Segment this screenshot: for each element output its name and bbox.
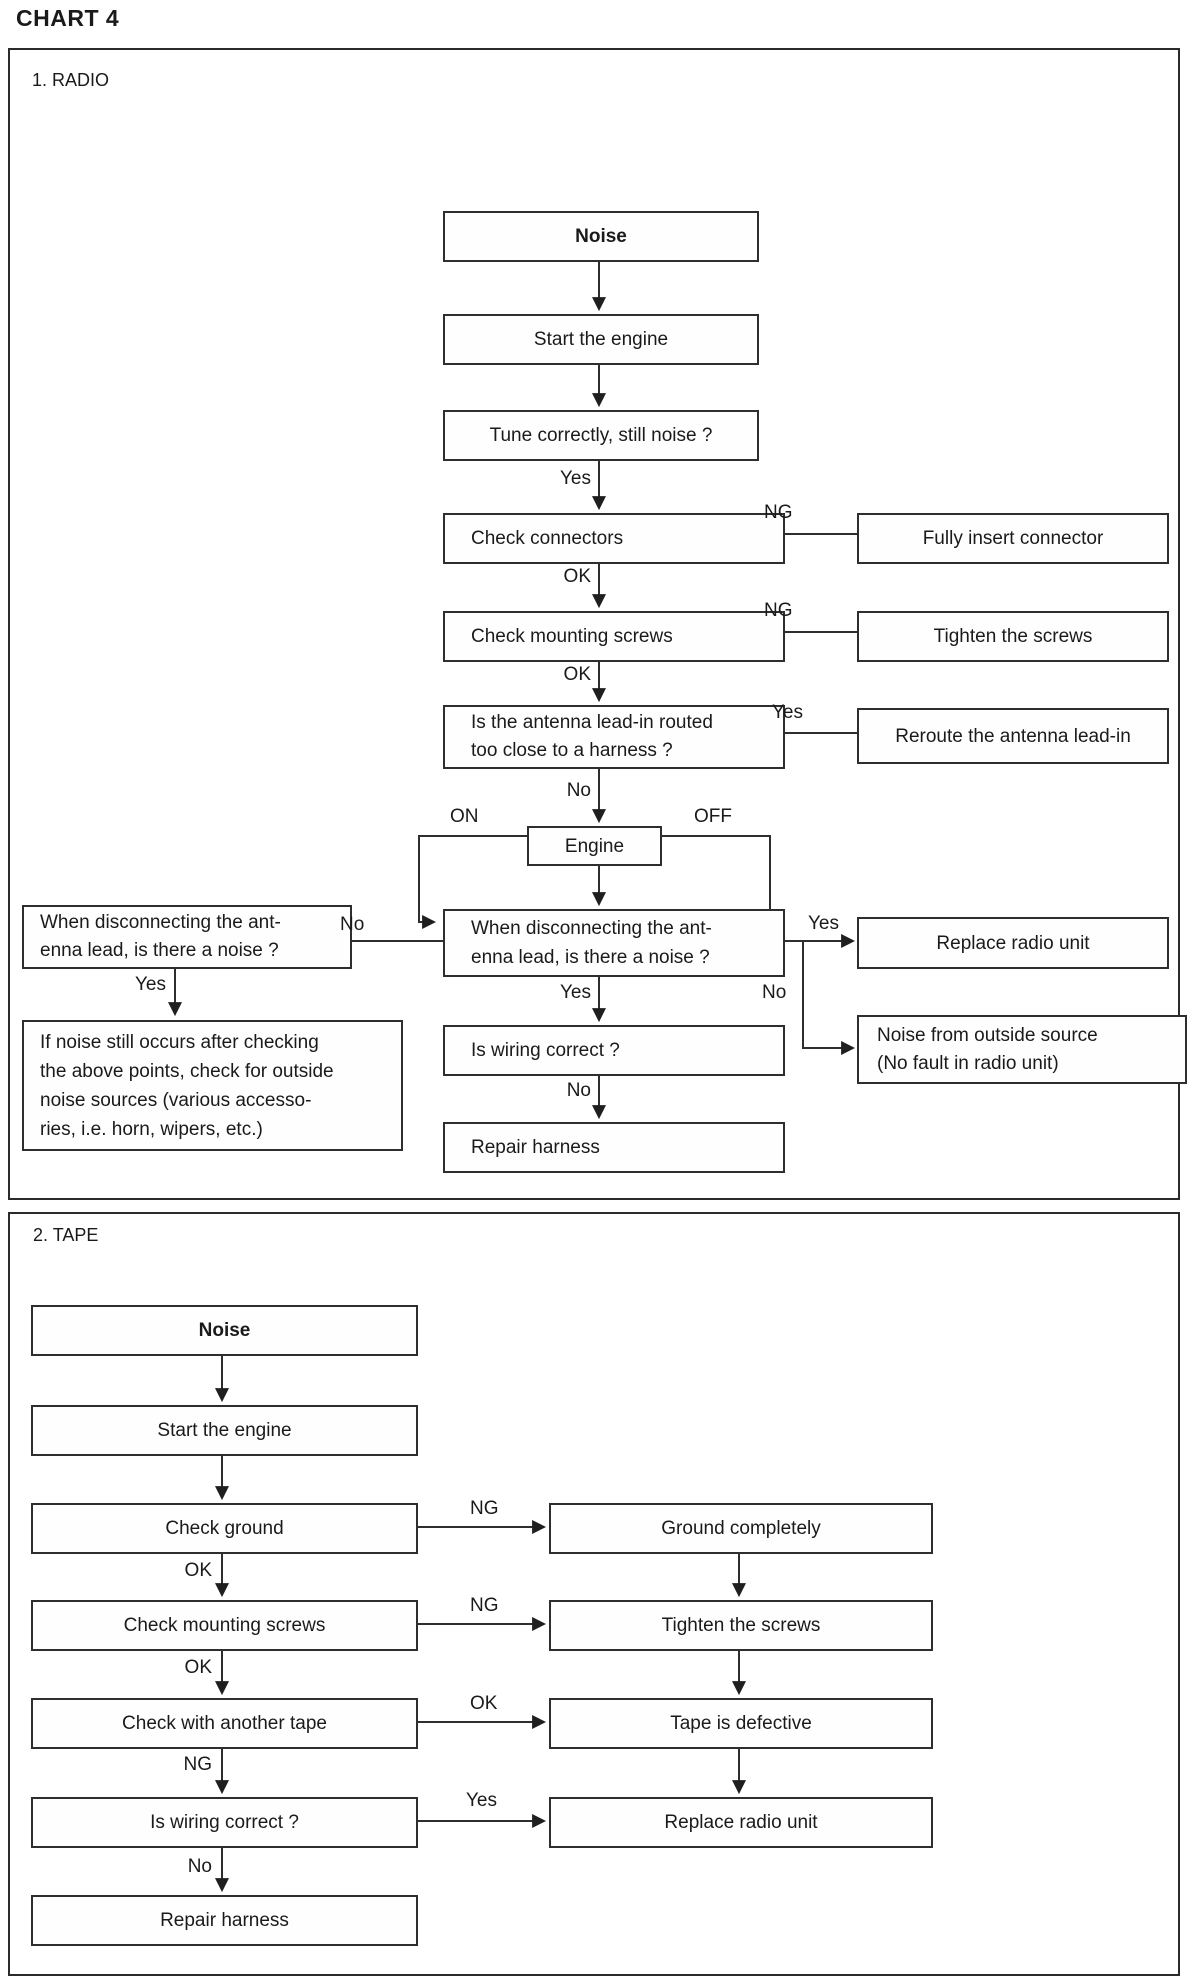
node-disconnect-antenna-center: When disconnecting the ant- enna lead, i… <box>443 909 785 977</box>
node-line: Is the antenna lead-in routed <box>471 712 713 733</box>
node-label: Engine <box>564 835 625 857</box>
edge-label-no: No <box>762 982 787 1003</box>
node-line: too close to a harness ? <box>471 740 673 761</box>
edge-label-no: No <box>566 1080 591 1101</box>
page-title: CHART 4 <box>16 5 120 31</box>
edge-label-ok: OK <box>184 1657 212 1678</box>
node-label: Ground completely <box>661 1518 821 1539</box>
node-disconnect-antenna-left: When disconnecting the ant- enna lead, i… <box>22 905 352 969</box>
node-check-mounting-screws: Check mounting screws <box>443 611 785 662</box>
node-line: the above points, check for outside <box>40 1060 334 1082</box>
node-tape-defective: Tape is defective <box>549 1698 933 1749</box>
node-tune-correctly: Tune correctly, still noise ? <box>443 410 759 461</box>
node-label: Start the engine <box>157 1420 292 1441</box>
node-repair-harness: Repair harness <box>31 1895 418 1946</box>
node-line: noise sources (various accesso- <box>40 1089 312 1111</box>
node-label: Noise <box>575 226 627 247</box>
node-label: Check ground <box>165 1518 284 1539</box>
node-check-connectors: Check connectors <box>443 513 785 564</box>
node-start-engine: Start the engine <box>31 1405 418 1456</box>
node-label: Check connectors <box>471 528 624 549</box>
node-noise: Noise <box>443 211 759 262</box>
node-replace-radio-unit: Replace radio unit <box>549 1797 933 1848</box>
node-line: (No fault in radio unit) <box>877 1052 1059 1074</box>
node-noise: Noise <box>31 1305 418 1356</box>
node-replace-radio-unit: Replace radio unit <box>857 917 1169 969</box>
node-noise-outside-source: Noise from outside source (No fault in r… <box>857 1015 1187 1084</box>
node-line: Noise from outside source <box>877 1024 1098 1046</box>
node-line: enna lead, is there a noise ? <box>40 940 279 961</box>
node-antenna-lead-in: Is the antenna lead-in routed too close … <box>443 705 785 769</box>
node-is-wiring-correct: Is wiring correct ? <box>443 1025 785 1076</box>
node-label: Is wiring correct ? <box>150 1812 299 1833</box>
edge-label-ng: NG <box>764 502 793 523</box>
edge-label-ok: OK <box>470 1693 498 1714</box>
node-label: Fully insert connector <box>922 528 1104 549</box>
node-label: Tighten the screws <box>661 1615 821 1636</box>
edge-label-ng: NG <box>470 1595 499 1616</box>
node-label: Replace radio unit <box>936 932 1090 954</box>
edge-label-yes: Yes <box>772 702 803 723</box>
node-label: Check mounting screws <box>123 1615 326 1636</box>
edge-label-ng: NG <box>764 600 793 621</box>
node-engine: Engine <box>527 826 662 866</box>
node-line: When disconnecting the ant- <box>471 918 712 939</box>
node-ground-completely: Ground completely <box>549 1503 933 1554</box>
node-repair-harness: Repair harness <box>443 1122 785 1173</box>
node-start-engine: Start the engine <box>443 314 759 365</box>
node-label: Is wiring correct ? <box>471 1040 620 1061</box>
node-outside-noise-note: If noise still occurs after checking the… <box>22 1020 403 1151</box>
node-label: Check with another tape <box>122 1713 327 1734</box>
section-radio-title: 1. RADIO <box>32 70 110 90</box>
node-label: Start the engine <box>533 329 669 350</box>
edge-label-no: No <box>187 1856 212 1877</box>
node-label: Tighten the screws <box>933 626 1093 647</box>
edge-label-no: No <box>340 914 365 935</box>
node-line: When disconnecting the ant- <box>40 912 281 933</box>
edge-label-on: ON <box>450 806 479 827</box>
node-line: ries, i.e. horn, wipers, etc.) <box>40 1118 263 1140</box>
node-label: Tape is defective <box>670 1713 812 1734</box>
edge-label-yes: Yes <box>560 468 591 489</box>
node-check-mounting-screws: Check mounting screws <box>31 1600 418 1651</box>
section-tape-frame <box>8 1212 1180 1976</box>
node-label: Replace radio unit <box>664 1812 818 1833</box>
edge-label-yes: Yes <box>135 974 166 995</box>
node-is-wiring-correct: Is wiring correct ? <box>31 1797 418 1848</box>
edge-label-off: OFF <box>694 806 732 827</box>
edge-label-yes: Yes <box>560 982 591 1003</box>
edge-label-ok: OK <box>184 1560 212 1581</box>
node-fully-insert-connector: Fully insert connector <box>857 513 1169 564</box>
edge-label-no: No <box>566 780 591 801</box>
node-check-another-tape: Check with another tape <box>31 1698 418 1749</box>
edge-label-ok: OK <box>563 566 591 587</box>
node-label: Check mounting screws <box>471 626 673 647</box>
node-check-ground: Check ground <box>31 1503 418 1554</box>
section-tape-title: 2. TAPE <box>33 1225 99 1245</box>
node-line: enna lead, is there a noise ? <box>471 947 710 968</box>
node-label: Repair harness <box>160 1910 289 1931</box>
node-label: Reroute the antenna lead-in <box>895 725 1131 747</box>
edge-label-ng: NG <box>470 1498 499 1519</box>
node-label: Tune correctly, still noise ? <box>489 425 713 446</box>
node-line: If noise still occurs after checking <box>40 1031 319 1053</box>
edge-label-yes: Yes <box>466 1790 497 1811</box>
node-label: Repair harness <box>471 1137 600 1158</box>
edge-label-ok: OK <box>563 664 591 685</box>
node-tighten-screws: Tighten the screws <box>549 1600 933 1651</box>
edge-label-ng: NG <box>183 1754 213 1775</box>
edge-label-yes: Yes <box>808 913 839 934</box>
node-reroute-antenna: Reroute the antenna lead-in <box>857 708 1169 764</box>
node-tighten-screws: Tighten the screws <box>857 611 1169 662</box>
node-label: Noise <box>198 1320 251 1341</box>
